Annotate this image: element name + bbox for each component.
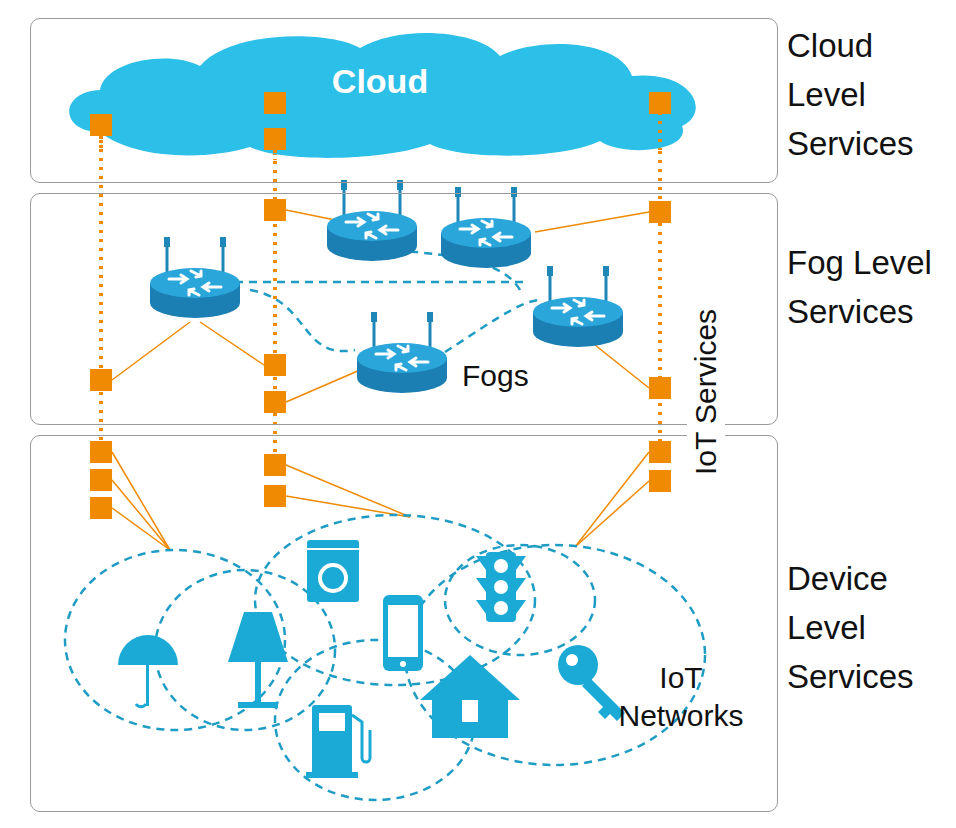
- iot-networks-label: IoT Networks: [610, 659, 752, 735]
- service-band: Cloud Level ServicesCloud: [30, 18, 778, 183]
- service-band: Fog Level Services: [30, 193, 778, 425]
- iot-services-label: IoT Services: [687, 306, 725, 478]
- cloud-label: Cloud: [332, 62, 428, 101]
- fog-label: Fogs: [462, 357, 529, 395]
- cloud-shape: Cloud: [65, 22, 705, 157]
- service-band: Device Level Services: [30, 435, 778, 812]
- band-label: Fog Level Services: [787, 238, 952, 336]
- band-label: Cloud Level Services: [787, 21, 952, 168]
- band-label: Device Level Services: [787, 554, 952, 701]
